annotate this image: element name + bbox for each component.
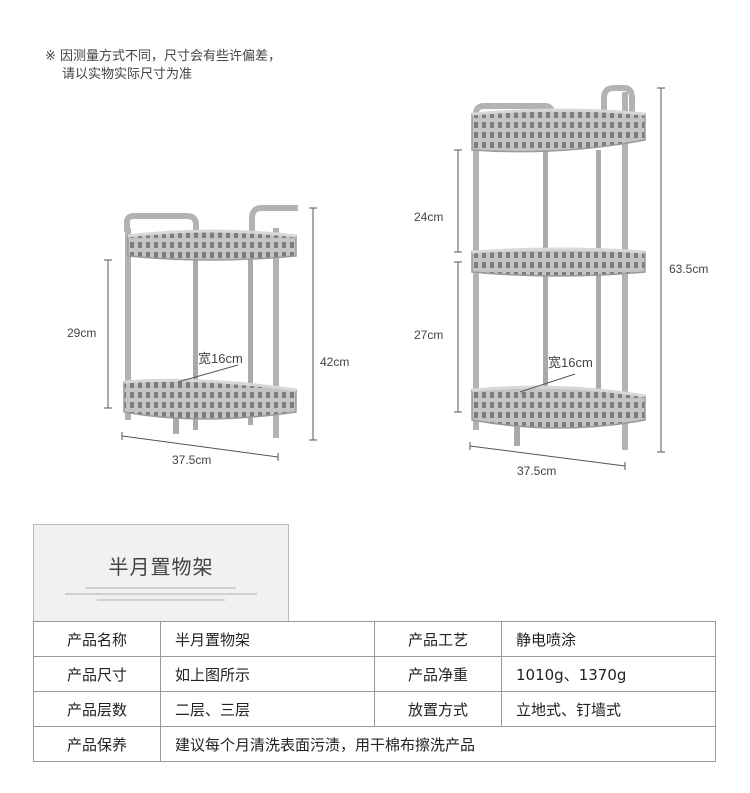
middle-tray (471, 248, 646, 277)
measurement-note: ※ 因测量方式不同，尺寸会有些许偏差， 请以实物实际尺寸为准 (45, 48, 281, 84)
dim-large-lower-gap: 27cm (414, 328, 444, 342)
spec-value: 半月置物架 (160, 621, 375, 657)
spec-table: 产品名称 半月置物架 产品工艺 静电喷涂 产品尺寸 如上图所示 产品净重 101… (33, 621, 716, 762)
rack-leg-back-right (596, 150, 601, 420)
rack-leg-front-right (273, 228, 279, 438)
rack-leg-front-left (125, 228, 131, 420)
spec-value: 如上图所示 (160, 656, 375, 692)
handle-right (601, 85, 635, 124)
table-row: 产品保养 建议每个月清洗表面污渍，用干棉布擦洗产品 (33, 726, 716, 762)
rack-leg-back-left (193, 255, 198, 430)
rack-leg-back-left (543, 150, 548, 420)
dim-large-depth: 宽16cm (548, 355, 593, 370)
table-row: 产品层数 二层、三层 放置方式 立地式、钉墙式 (33, 691, 716, 727)
dim-small-total-height: 42cm (320, 355, 350, 369)
spec-value: 1010g、1370g (501, 656, 716, 692)
top-tray (471, 109, 646, 153)
spec-key: 放置方式 (374, 691, 502, 727)
table-row: 产品尺寸 如上图所示 产品净重 1010g、1370g (33, 656, 716, 692)
rack-leg-back-right (248, 255, 253, 425)
handle-left (124, 213, 199, 236)
dim-large-width: 37.5cm (517, 464, 557, 478)
note-line-2: 请以实物实际尺寸为准 (62, 67, 193, 82)
spec-value: 建议每个月清洗表面污渍，用干棉布擦洗产品 (160, 726, 716, 762)
dim-large-upper-gap: 24cm (414, 210, 444, 224)
dim-small-depth: 宽16cm (198, 351, 243, 366)
note-line-1: ※ 因测量方式不同，尺寸会有些许偏差， (45, 49, 282, 64)
spec-key: 产品保养 (33, 726, 161, 762)
spec-key: 产品尺寸 (33, 656, 161, 692)
product-title-box: 半月置物架 (33, 524, 289, 621)
three-tier-rack (454, 85, 665, 470)
spec-key: 产品工艺 (374, 621, 502, 657)
rack-leg-front-left (473, 118, 479, 430)
handle-right (249, 205, 298, 236)
product-illustration (104, 85, 665, 470)
table-row: 产品名称 半月置物架 产品工艺 静电喷涂 (33, 621, 716, 657)
dim-large-total-height: 63.5cm (669, 262, 709, 276)
rack-foot (514, 420, 520, 446)
dim-small-width: 37.5cm (172, 453, 212, 467)
top-tray (127, 230, 297, 261)
spec-key: 产品名称 (33, 621, 161, 657)
product-title: 半月置物架 (108, 555, 214, 579)
spec-value: 二层、三层 (160, 691, 375, 727)
spec-key: 产品层数 (33, 691, 161, 727)
two-tier-rack (104, 205, 317, 461)
dim-small-shelf-height: 29cm (67, 326, 97, 340)
spec-key: 产品净重 (374, 656, 502, 692)
decorative-fine-print (54, 583, 268, 603)
rack-foot (173, 410, 179, 434)
spec-value: 立地式、钉墙式 (501, 691, 716, 727)
spec-value: 静电喷涂 (501, 621, 716, 657)
